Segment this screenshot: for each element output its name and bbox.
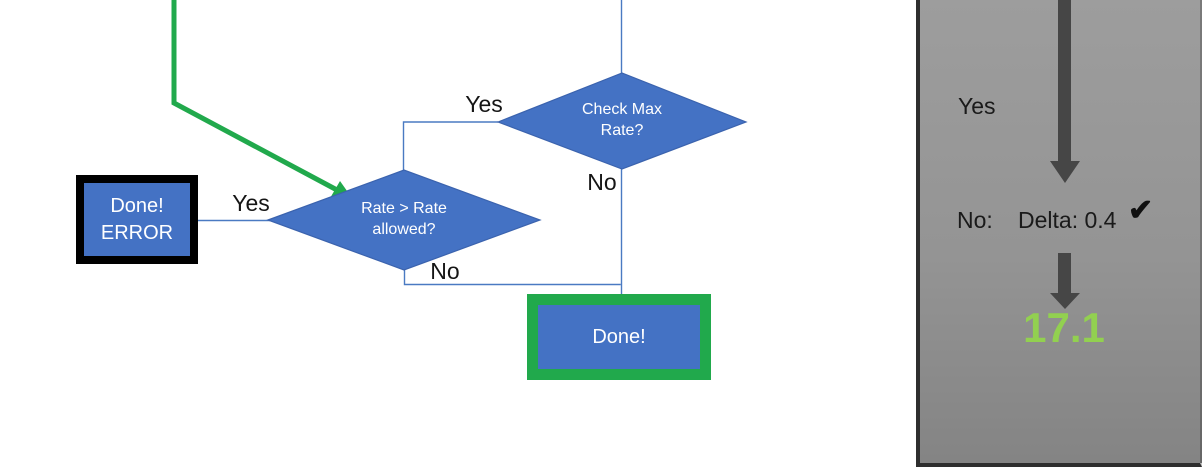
rate-allowed-diamond: [266, 169, 542, 271]
rate-allowed-yes-label: Yes: [232, 190, 270, 216]
down-arrow-head: [1050, 293, 1080, 309]
panel-yes-label: Yes: [958, 93, 996, 119]
rate-allowed-label: Rate > Rate allowed?: [361, 199, 447, 241]
done-box: Done!: [527, 294, 711, 380]
check-max-rate-no-label: No: [587, 169, 617, 195]
green-flow-line: [171, 0, 339, 193]
flowchart-shapes-layer: [171, 0, 748, 294]
connector-rate-no-to-done: [403, 269, 621, 286]
check-max-rate-label: Check Max Rate?: [582, 100, 662, 142]
panel-delta-value: Delta: 0.4: [1018, 207, 1117, 233]
flowchart-region: Check Max Rate? Rate > Rate allowed? Yes…: [76, 0, 748, 380]
rate-allowed-label-line2: allowed?: [372, 221, 436, 238]
rate-allowed-no-label: No: [430, 258, 460, 284]
done-box-label: Done!: [592, 325, 646, 348]
rate-allowed-label-line1: Rate > Rate: [361, 200, 447, 218]
panel-no-label: No:: [957, 207, 993, 233]
check-max-rate-label-line1: Check Max: [581, 101, 663, 119]
result-value: 17.1: [1023, 304, 1105, 351]
check-icon: ✔: [1128, 194, 1154, 227]
check-max-rate-label-line2: Rate?: [600, 122, 644, 139]
done-error-box-line2: ERROR: [100, 221, 174, 244]
done-error-box-line1: Done!: [110, 194, 164, 217]
result-panel: Yes No: Delta: 0.4 ✔ 17.1: [916, 0, 1202, 467]
check-max-rate-diamond: [496, 72, 748, 170]
down-arrow-shaft: [1058, 0, 1071, 161]
check-max-rate-yes-label: Yes: [465, 91, 503, 117]
connector-check-max-yes: [402, 121, 498, 171]
down-arrow-shaft: [1058, 253, 1071, 293]
down-arrow-head: [1050, 161, 1080, 183]
done-error-box: Done! ERROR: [76, 175, 198, 264]
